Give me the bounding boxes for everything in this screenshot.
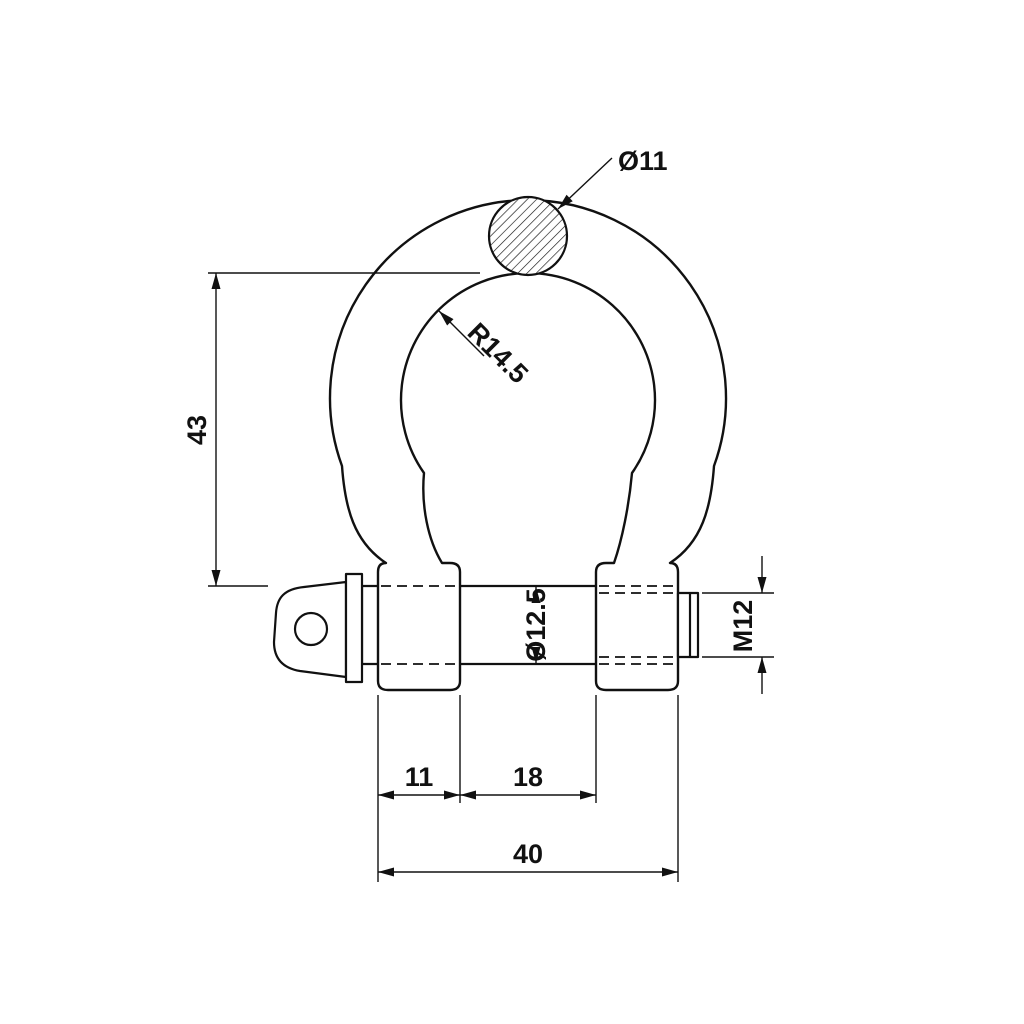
dim-overall-width: 40 bbox=[378, 839, 678, 877]
dim-pin-diameter: Ø12.5 bbox=[521, 587, 551, 663]
shackle-view bbox=[272, 195, 728, 692]
bow-cross-section-hatch bbox=[489, 197, 567, 275]
dim-inner-radius: R14.5 bbox=[438, 310, 534, 389]
dim-extension-lines-bottom bbox=[377, 695, 679, 882]
dim-thread-size: M12 bbox=[702, 556, 774, 694]
dim-label-inner-radius: R14.5 bbox=[462, 317, 534, 389]
dim-body-diameter: Ø11 bbox=[557, 146, 668, 210]
dim-label-jaw-width: 18 bbox=[513, 762, 543, 792]
dim-label-ear-width: 11 bbox=[405, 762, 434, 792]
shackle-body-outline bbox=[328, 199, 728, 692]
dim-label-overall-width: 40 bbox=[513, 839, 543, 869]
dim-jaw-width: 18 bbox=[460, 762, 596, 800]
pin-tip bbox=[676, 591, 700, 659]
pin-head-hole bbox=[293, 611, 329, 647]
dim-label-body-diameter: Ø11 bbox=[618, 146, 668, 176]
dim-label-inner-height: 43 bbox=[182, 415, 212, 445]
dim-ear-width: 11 bbox=[378, 762, 460, 800]
pin-collar bbox=[344, 572, 364, 684]
dim-label-pin-diameter: Ø12.5 bbox=[521, 588, 551, 662]
dim-inner-height: 43 bbox=[182, 272, 480, 587]
dim-label-thread-size: M12 bbox=[728, 600, 758, 653]
